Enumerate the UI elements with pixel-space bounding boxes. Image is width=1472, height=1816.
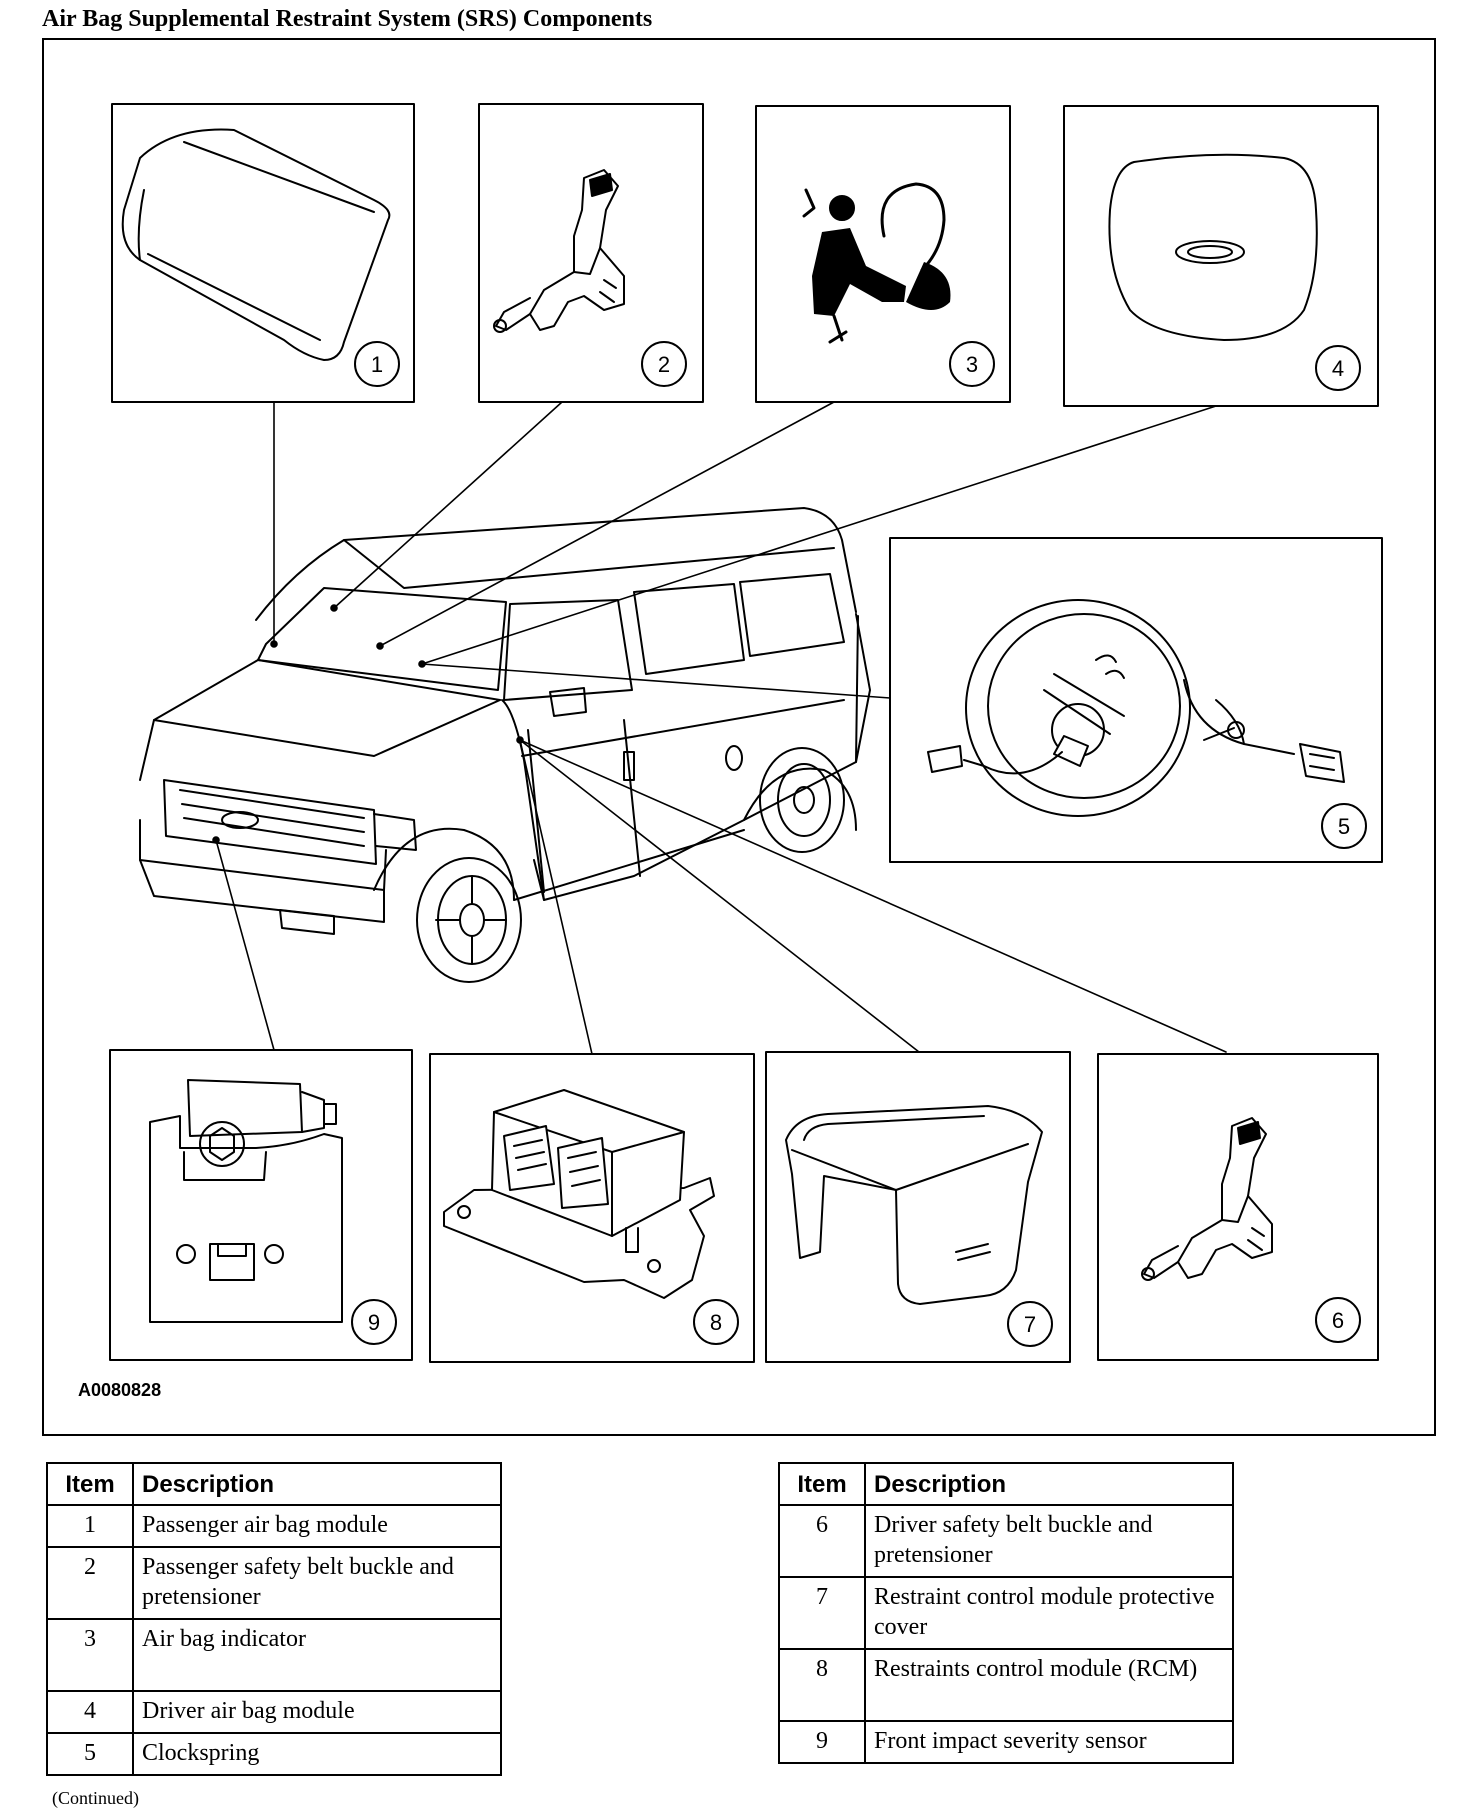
callout-8-circle	[693, 1299, 739, 1345]
item-description: Air bag indicator	[132, 1618, 502, 1692]
callout-1-circle	[354, 341, 400, 387]
item-number: 8	[778, 1648, 866, 1722]
item-description: Clockspring	[132, 1732, 502, 1776]
callout-5: 5	[1338, 814, 1350, 839]
panel-4-driver-airbag: 4	[1063, 105, 1379, 407]
table-row: 7 Restraint control module protective co…	[778, 1576, 1234, 1650]
leader-lines	[212, 401, 1227, 1055]
item-description: Driver air bag module	[132, 1690, 502, 1734]
rcm-icon	[443, 1089, 715, 1299]
callout-9: 9	[368, 1310, 380, 1335]
passenger-airbag-icon	[121, 128, 391, 361]
table-row: 3 Air bag indicator	[46, 1618, 502, 1692]
table-row: 1 Passenger air bag module	[46, 1504, 502, 1548]
item-number: 9	[778, 1720, 866, 1764]
item-description: Passenger safety belt buckle and pretens…	[132, 1546, 502, 1620]
leader-5	[421, 663, 891, 699]
panel-2-passenger-buckle: 2	[478, 103, 704, 403]
leader-3	[379, 401, 835, 647]
table-row: 4 Driver air bag module	[46, 1690, 502, 1734]
leader-4	[421, 405, 1217, 665]
belt-buckle-icon	[493, 169, 625, 333]
item-number: 7	[778, 1576, 866, 1650]
diagram-drawing: 1 2	[109, 103, 1383, 1363]
callout-4: 4	[1332, 356, 1344, 381]
item-number: 5	[46, 1732, 134, 1776]
panel-9-impact-sensor: 9	[109, 1049, 413, 1361]
belt-buckle-icon	[1141, 1117, 1273, 1281]
table-header-row: Item Description	[46, 1462, 502, 1506]
panel-7-rcm-cover: 7	[765, 1051, 1071, 1363]
callout-6: 6	[1332, 1308, 1344, 1333]
legend-table-left: Item Description 1 Passenger air bag mod…	[46, 1462, 502, 1776]
callout-2: 2	[658, 352, 670, 377]
callout-7-circle	[1007, 1301, 1053, 1347]
callout-1: 1	[371, 352, 383, 377]
item-description: Passenger air bag module	[132, 1504, 502, 1548]
table-header-row: Item Description	[778, 1462, 1234, 1506]
van-illustration	[139, 507, 871, 983]
item-number: 4	[46, 1690, 134, 1734]
clockspring-icon	[927, 599, 1345, 817]
item-description: Restraint control module protective cove…	[864, 1576, 1234, 1650]
panel-6-driver-buckle: 6	[1097, 1053, 1379, 1361]
item-description: Restraints control module (RCM)	[864, 1648, 1234, 1722]
callout-4-circle	[1315, 345, 1361, 391]
callout-9-circle	[351, 1299, 397, 1345]
table-row: 5 Clockspring	[46, 1732, 502, 1776]
callout-3-circle	[949, 341, 995, 387]
leader-6	[519, 739, 1227, 1053]
callout-8: 8	[710, 1310, 722, 1335]
leader-2	[333, 401, 563, 609]
item-description: Front impact severity sensor	[864, 1720, 1234, 1764]
table-row: 9 Front impact severity sensor	[778, 1720, 1234, 1764]
page-title: Air Bag Supplemental Restraint System (S…	[42, 6, 653, 32]
callout-3: 3	[966, 352, 978, 377]
item-number: 1	[46, 1504, 134, 1548]
callout-2-circle	[641, 341, 687, 387]
table-row: 8 Restraints control module (RCM)	[778, 1648, 1234, 1722]
component-diagram: 1 2	[42, 38, 1436, 1436]
table-row: 6 Driver safety belt buckle and pretensi…	[778, 1504, 1234, 1578]
table-row: 2 Passenger safety belt buckle and prete…	[46, 1546, 502, 1620]
description-header: Description	[132, 1462, 502, 1506]
legend-table-right: Item Description 6 Driver safety belt bu…	[778, 1462, 1234, 1764]
airbag-indicator-icon	[802, 182, 951, 344]
item-number: 3	[46, 1618, 134, 1692]
item-number: 6	[778, 1504, 866, 1578]
driver-airbag-icon	[1108, 153, 1318, 341]
rcm-cover-icon	[785, 1105, 1043, 1305]
description-header: Description	[864, 1462, 1234, 1506]
leader-7	[519, 739, 920, 1053]
item-header: Item	[778, 1462, 866, 1506]
callout-5-circle	[1321, 803, 1367, 849]
item-header: Item	[46, 1462, 134, 1506]
leader-8	[519, 739, 593, 1055]
item-number: 2	[46, 1546, 134, 1620]
panel-3-airbag-indicator: 3	[755, 105, 1011, 403]
figure-code: A0080828	[78, 1380, 162, 1400]
leader-9	[215, 839, 275, 1051]
continued-note: (Continued)	[52, 1788, 139, 1808]
panel-1-passenger-airbag: 1	[111, 103, 415, 403]
item-description: Driver safety belt buckle and pretension…	[864, 1504, 1234, 1578]
callout-7: 7	[1024, 1312, 1036, 1337]
callout-6-circle	[1315, 1297, 1361, 1343]
panel-8-rcm: 8	[429, 1053, 755, 1363]
impact-sensor-icon	[149, 1079, 343, 1323]
panel-5-clockspring: 5	[889, 537, 1383, 863]
